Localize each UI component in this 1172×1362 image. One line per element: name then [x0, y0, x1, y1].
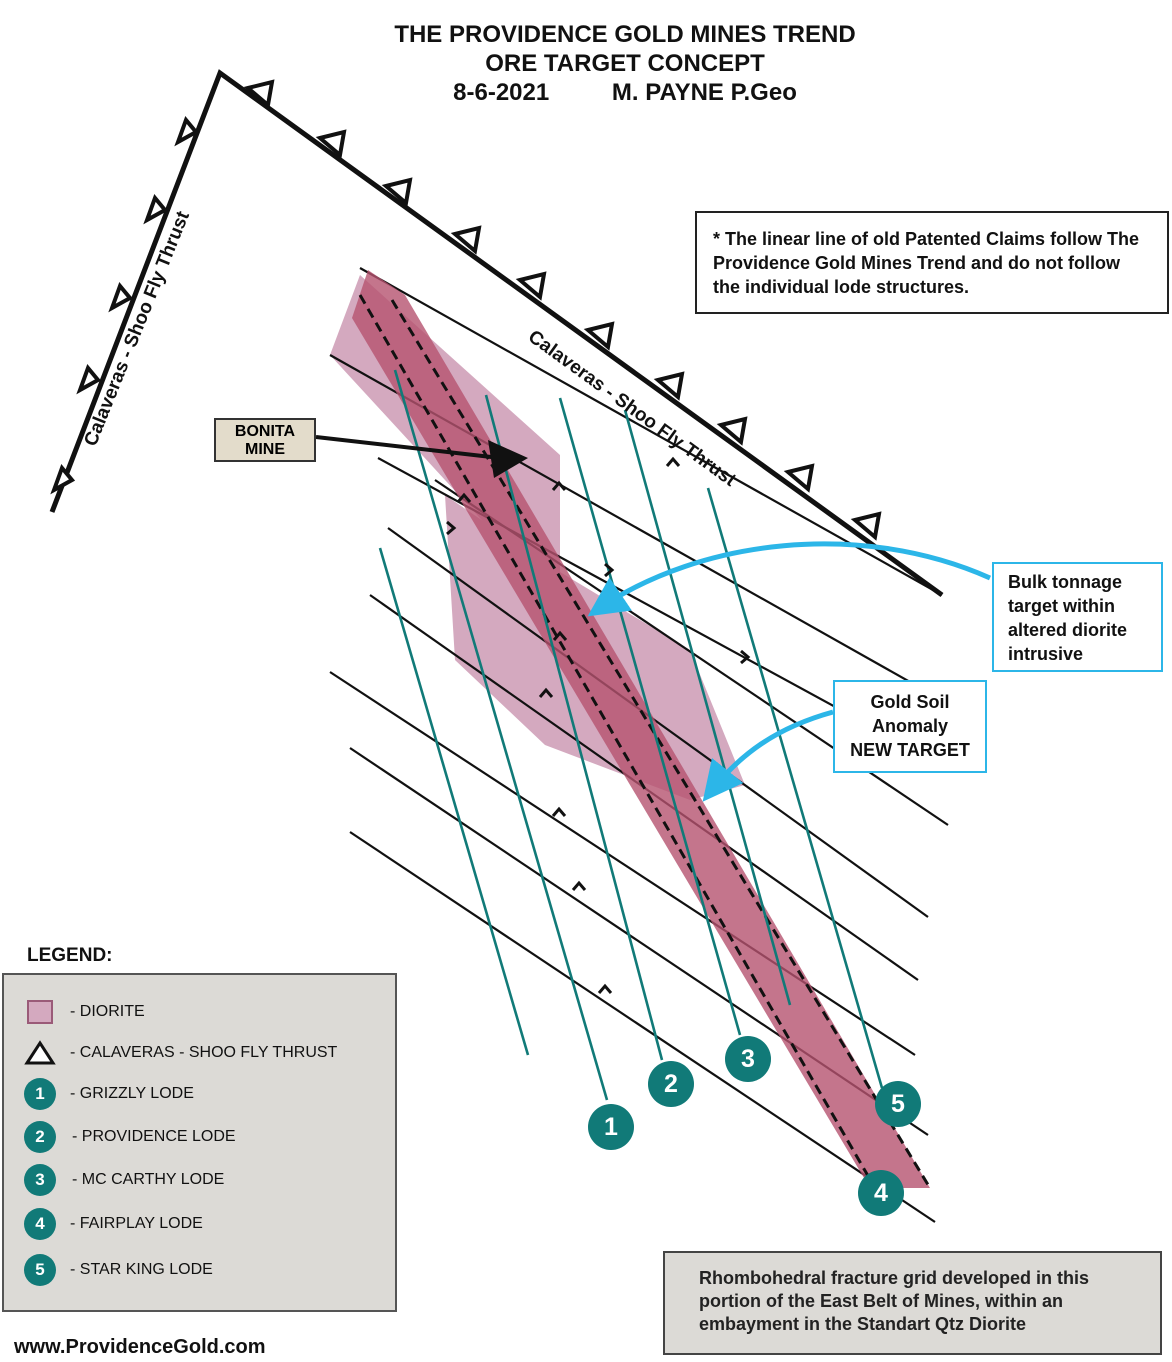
title-author: M. PAYNE P.Geo [611, 79, 797, 106]
lode-badge-5: 5 [875, 1081, 921, 1127]
bulk-tonnage-callout: Bulk tonnage target within altered diori… [992, 562, 1163, 672]
legend-row-providence: 2 - PROVIDENCE LODE [4, 1121, 394, 1153]
soil-callout-arrow [702, 709, 834, 802]
title-date: 8-6-2021 [453, 79, 550, 106]
bulk-callout-arrow [587, 541, 992, 617]
bonita-line-2: MINE [245, 441, 285, 458]
slip-arrows [446, 456, 751, 994]
bulk-line-2: target within [1008, 596, 1115, 616]
legend-label: - FAIRPLAY LODE [70, 1215, 203, 1232]
title-line-1: THE PROVIDENCE GOLD MINES TREND [394, 21, 856, 48]
lode-5-icon: 5 [24, 1254, 56, 1286]
soil-line-1: Gold Soil [870, 692, 950, 712]
bulk-line-1: Bulk tonnage [1008, 572, 1123, 592]
providence-trend-band [352, 270, 930, 1188]
lode-badge-1: 1 [588, 1104, 634, 1150]
gold-soil-callout: Gold Soil Anomaly NEW TARGET [833, 680, 987, 773]
legend-row-starking: 5 - STAR KING LODE [4, 1254, 394, 1286]
thrust-triangle-icon [24, 1040, 56, 1065]
calaveras-shoo-fly-thrust [49, 69, 944, 598]
bonita-mine-label: BONITA MINE [214, 418, 316, 462]
legend: - DIORITE - CALAVERAS - SHOO FLY THRUST … [2, 973, 397, 1312]
legend-label: - PROVIDENCE LODE [72, 1128, 236, 1145]
legend-label: - GRIZZLY LODE [70, 1085, 194, 1102]
lode-4-icon: 4 [24, 1208, 56, 1240]
lode-lines [378, 369, 884, 1101]
rhombohedral-note: Rhombohedral fracture grid developed in … [663, 1251, 1162, 1355]
legend-row-diorite: - DIORITE [4, 996, 394, 1028]
legend-row-grizzly: 1 - GRIZZLY LODE [4, 1078, 394, 1110]
legend-title: LEGEND: [27, 945, 113, 966]
lode-badge-4: 4 [858, 1170, 904, 1216]
bonita-arrow-shaft [315, 435, 501, 460]
lode-badge-2: 2 [648, 1061, 694, 1107]
bonita-line-1: BONITA [234, 423, 296, 440]
bonita-arrow-head [488, 440, 528, 478]
legend-row-fairplay: 4 - FAIRPLAY LODE [4, 1208, 394, 1240]
lode-badge-3: 3 [725, 1036, 771, 1082]
legend-row-mccarthy: 3 - MC CARTHY LODE [4, 1164, 394, 1196]
trend-dashed-west [358, 294, 877, 1189]
title-line-3: 8-6-2021 M. PAYNE P.Geo [250, 78, 1000, 107]
lode-3-icon: 3 [24, 1164, 56, 1196]
bulk-line-3: altered diorite [1008, 620, 1128, 640]
lode-1-icon: 1 [24, 1078, 56, 1110]
map-title: THE PROVIDENCE GOLD MINES TREND ORE TARG… [250, 20, 1000, 107]
trend-dashed-east [390, 299, 932, 1189]
bulk-line-4: intrusive [1008, 644, 1084, 664]
lode-2-icon: 2 [24, 1121, 56, 1153]
legend-label: - MC CARTHY LODE [72, 1171, 225, 1188]
title-line-2: ORE TARGET CONCEPT [485, 50, 765, 77]
patented-claims-note: * The linear line of old Patented Claims… [695, 211, 1169, 314]
legend-label: - CALAVERAS - SHOO FLY THRUST [70, 1044, 338, 1061]
thrust-teeth [50, 79, 882, 541]
soil-line-2: Anomaly [871, 716, 949, 736]
website-link[interactable]: www.ProvidenceGold.com [14, 1336, 266, 1358]
legend-label: - DIORITE [70, 1003, 145, 1020]
legend-label: - STAR KING LODE [70, 1261, 213, 1278]
legend-row-thrust: - CALAVERAS - SHOO FLY THRUST [4, 1037, 394, 1069]
soil-line-3: NEW TARGET [850, 740, 970, 760]
diorite-swatch [27, 1000, 53, 1024]
